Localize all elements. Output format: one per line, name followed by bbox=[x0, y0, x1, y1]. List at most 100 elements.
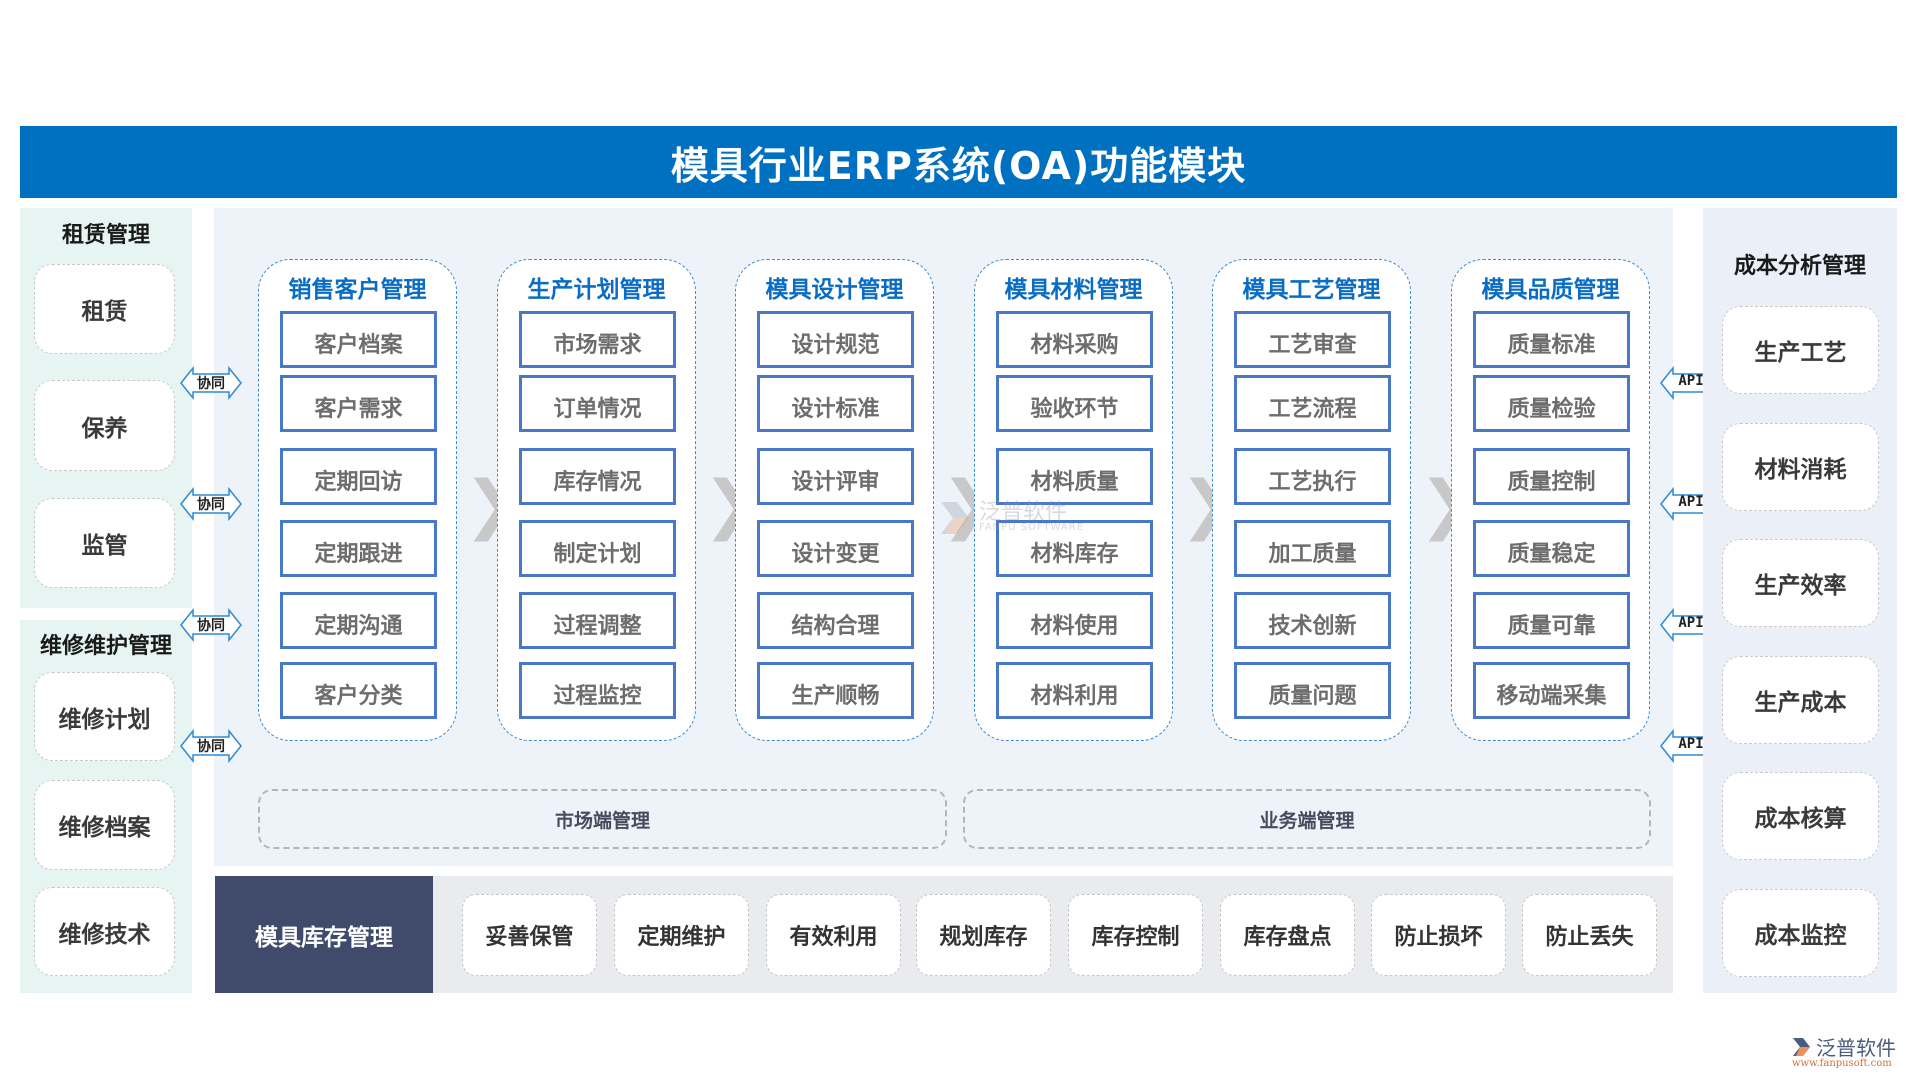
double-arrow-icon bbox=[180, 608, 242, 642]
module-item[interactable]: 客户需求 bbox=[280, 375, 437, 432]
rental-management-panel: 租赁管理 租赁 保养 监管 bbox=[20, 208, 192, 608]
module-production-plan: 生产计划管理 市场需求 订单情况 库存情况 制定计划 过程调整 过程监控 bbox=[497, 259, 696, 741]
module-item[interactable]: 加工质量 bbox=[1234, 520, 1391, 577]
module-item[interactable]: 市场需求 bbox=[519, 311, 676, 368]
module-item[interactable]: 制定计划 bbox=[519, 520, 676, 577]
maintenance-tech-card[interactable]: 维修技术 bbox=[34, 887, 175, 976]
inventory-title: 模具库存管理 bbox=[215, 876, 433, 993]
module-item[interactable]: 质量稳定 bbox=[1473, 520, 1630, 577]
maintenance-archive-card[interactable]: 维修档案 bbox=[34, 780, 175, 870]
module-item[interactable]: 质量可靠 bbox=[1473, 592, 1630, 649]
cost-item[interactable]: 成本监控 bbox=[1722, 889, 1879, 977]
module-mold-design: 模具设计管理 设计规范 设计标准 设计评审 设计变更 结构合理 生产顺畅 bbox=[735, 259, 934, 741]
watermark-subtext: FANPU SOFTWARE bbox=[979, 522, 1085, 533]
module-item[interactable]: 客户档案 bbox=[280, 311, 437, 368]
module-item[interactable]: 技术创新 bbox=[1234, 592, 1391, 649]
fanpu-logo-icon bbox=[941, 502, 969, 534]
module-item[interactable]: 生产顺畅 bbox=[757, 662, 914, 719]
watermark-text: 泛普软件 bbox=[979, 500, 1068, 525]
module-mold-process: 模具工艺管理 工艺审查 工艺流程 工艺执行 加工质量 技术创新 质量问题 bbox=[1212, 259, 1411, 741]
inventory-item[interactable]: 规划库存 bbox=[916, 894, 1051, 976]
module-item[interactable]: 客户分类 bbox=[280, 662, 437, 719]
module-item[interactable]: 定期跟进 bbox=[280, 520, 437, 577]
module-item[interactable]: 设计标准 bbox=[757, 375, 914, 432]
cost-item[interactable]: 生产效率 bbox=[1722, 539, 1879, 627]
sync-label: 协同 bbox=[197, 739, 225, 755]
main-modules-panel: 销售客户管理 客户档案 客户需求 定期回访 定期跟进 定期沟通 客户分类 ❯ 生… bbox=[214, 208, 1673, 866]
module-item[interactable]: 设计评审 bbox=[757, 448, 914, 505]
cost-item[interactable]: 生产工艺 bbox=[1722, 306, 1879, 394]
module-item[interactable]: 材料质量 bbox=[996, 448, 1153, 505]
module-item[interactable]: 材料使用 bbox=[996, 592, 1153, 649]
fanpu-logo: 泛普软件 www.fanpusoft.com bbox=[1790, 1032, 1910, 1072]
module-item[interactable]: 过程调整 bbox=[519, 592, 676, 649]
module-title: 模具品质管理 bbox=[1481, 277, 1620, 303]
cost-item[interactable]: 材料消耗 bbox=[1722, 423, 1879, 511]
module-title: 模具工艺管理 bbox=[1242, 277, 1381, 303]
module-sales-customer: 销售客户管理 客户档案 客户需求 定期回访 定期跟进 定期沟通 客户分类 bbox=[258, 259, 457, 741]
inventory-item[interactable]: 库存盘点 bbox=[1220, 894, 1355, 976]
fanpu-logo-icon bbox=[1793, 1038, 1810, 1056]
module-item[interactable]: 工艺审查 bbox=[1234, 311, 1391, 368]
module-item[interactable]: 定期沟通 bbox=[280, 592, 437, 649]
double-arrow-icon bbox=[180, 729, 242, 763]
inventory-item[interactable]: 定期维护 bbox=[614, 894, 749, 976]
sync-label: 协同 bbox=[197, 497, 225, 513]
business-management-group[interactable]: 业务端管理 bbox=[963, 789, 1651, 849]
module-item[interactable]: 材料库存 bbox=[996, 520, 1153, 577]
module-item[interactable]: 质量标准 bbox=[1473, 311, 1630, 368]
cost-analysis-panel: 成本分析管理 生产工艺 材料消耗 生产效率 生产成本 成本核算 成本监控 bbox=[1703, 208, 1897, 993]
rental-card[interactable]: 租赁 bbox=[34, 264, 175, 354]
logo-url: www.fanpusoft.com bbox=[1792, 1058, 1892, 1069]
upkeep-card[interactable]: 保养 bbox=[34, 380, 175, 471]
module-title: 销售客户管理 bbox=[288, 277, 427, 303]
module-title: 生产计划管理 bbox=[527, 277, 666, 303]
api-label: API bbox=[1678, 373, 1704, 389]
api-label: API bbox=[1678, 736, 1704, 752]
module-item[interactable]: 材料利用 bbox=[996, 662, 1153, 719]
api-label: API bbox=[1678, 494, 1704, 510]
api-label: API bbox=[1678, 615, 1704, 631]
module-mold-quality: 模具品质管理 质量标准 质量检验 质量控制 质量稳定 质量可靠 移动端采集 bbox=[1451, 259, 1650, 741]
module-title: 模具材料管理 bbox=[1004, 277, 1143, 303]
inventory-management-bar: 模具库存管理 妥善保管 定期维护 有效利用 规划库存 库存控制 库存盘点 防止损… bbox=[215, 876, 1673, 993]
module-item[interactable]: 设计变更 bbox=[757, 520, 914, 577]
module-item[interactable]: 材料采购 bbox=[996, 311, 1153, 368]
sync-connector: 协同 bbox=[180, 366, 242, 400]
maintenance-management-panel: 维修维护管理 维修计划 维修档案 维修技术 bbox=[20, 620, 192, 993]
module-item[interactable]: 设计规范 bbox=[757, 311, 914, 368]
inventory-item[interactable]: 防止损坏 bbox=[1371, 894, 1506, 976]
inventory-item[interactable]: 妥善保管 bbox=[462, 894, 597, 976]
sync-label: 协同 bbox=[197, 376, 225, 392]
module-item[interactable]: 库存情况 bbox=[519, 448, 676, 505]
maintenance-panel-title: 维修维护管理 bbox=[39, 634, 172, 659]
inventory-item[interactable]: 防止丢失 bbox=[1522, 894, 1657, 976]
page-title: 模具行业ERP系统(OA)功能模块 bbox=[20, 126, 1897, 198]
module-item[interactable]: 工艺执行 bbox=[1234, 448, 1391, 505]
module-item[interactable]: 质量控制 bbox=[1473, 448, 1630, 505]
module-item[interactable]: 定期回访 bbox=[280, 448, 437, 505]
module-item[interactable]: 移动端采集 bbox=[1473, 662, 1630, 719]
sync-connector: 协同 bbox=[180, 729, 242, 763]
market-management-group[interactable]: 市场端管理 bbox=[258, 789, 947, 849]
module-item[interactable]: 结构合理 bbox=[757, 592, 914, 649]
module-item[interactable]: 质量问题 bbox=[1234, 662, 1391, 719]
cost-item[interactable]: 生产成本 bbox=[1722, 656, 1879, 744]
inventory-item[interactable]: 有效利用 bbox=[766, 894, 901, 976]
supervision-card[interactable]: 监管 bbox=[34, 498, 175, 588]
sync-label: 协同 bbox=[197, 618, 225, 634]
rental-panel-title: 租赁管理 bbox=[61, 223, 150, 248]
sync-connector: 协同 bbox=[180, 608, 242, 642]
module-item[interactable]: 质量检验 bbox=[1473, 375, 1630, 432]
module-item[interactable]: 工艺流程 bbox=[1234, 375, 1391, 432]
inventory-item[interactable]: 库存控制 bbox=[1068, 894, 1203, 976]
double-arrow-icon bbox=[180, 487, 242, 521]
fanpu-watermark: 泛普软件 FANPU SOFTWARE bbox=[935, 494, 1095, 540]
cost-panel-title: 成本分析管理 bbox=[1733, 254, 1866, 279]
module-item[interactable]: 过程监控 bbox=[519, 662, 676, 719]
double-arrow-icon bbox=[180, 366, 242, 400]
module-item[interactable]: 订单情况 bbox=[519, 375, 676, 432]
maintenance-plan-card[interactable]: 维修计划 bbox=[34, 672, 175, 761]
cost-item[interactable]: 成本核算 bbox=[1722, 772, 1879, 860]
module-item[interactable]: 验收环节 bbox=[996, 375, 1153, 432]
